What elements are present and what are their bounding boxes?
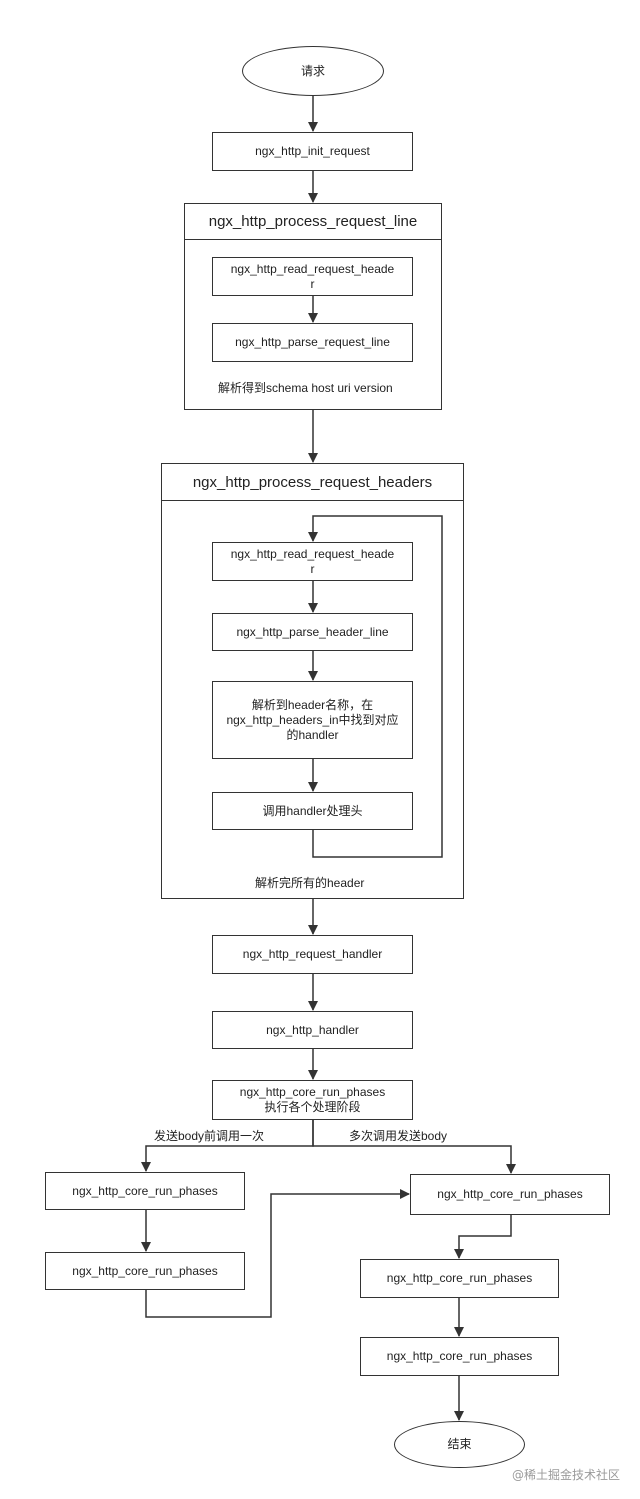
http-handler-label: ngx_http_handler — [266, 1022, 359, 1037]
core-run-phases-main-label: ngx_http_core_run_phases 执行各个处理阶段 — [239, 1085, 386, 1114]
find-header-handler-node: 解析到header名称，在 ngx_http_headers_in中找到对应 的… — [212, 681, 413, 759]
find-header-handler-label: 解析到header名称，在 ngx_http_headers_in中找到对应 的… — [226, 697, 399, 742]
left-phases-label-2: ngx_http_core_run_phases — [72, 1263, 218, 1278]
start-node: 请求 — [242, 46, 384, 96]
call-header-handler-label: 调用handler处理头 — [262, 803, 363, 818]
read-request-header-label-1: ngx_http_read_request_heade r — [230, 261, 395, 291]
edge-right1-to-right2 — [454, 1215, 512, 1259]
init-request-node: ngx_http_init_request — [212, 132, 413, 171]
parse-request-line-label: ngx_http_parse_request_line — [235, 335, 390, 349]
read-request-header-node-1: ngx_http_read_request_heade r — [212, 257, 413, 296]
parse-header-line-label: ngx_http_parse_header_line — [236, 624, 389, 639]
left-phases-node-1: ngx_http_core_run_phases — [45, 1172, 245, 1210]
headers-note: 解析完所有的header — [255, 876, 365, 890]
parse-header-line-node: ngx_http_parse_header_line — [212, 613, 413, 651]
process-request-line-group: ngx_http_process_request_line — [184, 203, 442, 410]
edge-loop-back — [308, 515, 443, 858]
request-handler-label: ngx_http_request_handler — [242, 947, 383, 961]
end-node: 结束 — [394, 1421, 525, 1468]
http-handler-node: ngx_http_handler — [212, 1011, 413, 1049]
request-handler-node: ngx_http_request_handler — [212, 935, 413, 974]
right-phases-node-2: ngx_http_core_run_phases — [360, 1259, 559, 1298]
read-request-header-node-2: ngx_http_read_request_heade r — [212, 542, 413, 581]
right-phases-label-2: ngx_http_core_run_phases — [386, 1271, 533, 1285]
left-branch-label: 发送body前调用一次 — [154, 1127, 265, 1144]
parse-request-line-node: ngx_http_parse_request_line — [212, 323, 413, 362]
right-phases-node-3: ngx_http_core_run_phases — [360, 1337, 559, 1376]
process-request-line-title: ngx_http_process_request_line — [185, 204, 441, 240]
process-request-line-label: ngx_http_process_request_line — [208, 213, 418, 230]
start-label: 请求 — [300, 63, 325, 78]
process-request-headers-title: ngx_http_process_request_headers — [162, 464, 463, 501]
request-line-note: 解析得到schema host uri version — [218, 381, 393, 395]
left-phases-label-1: ngx_http_core_run_phases — [72, 1183, 218, 1198]
watermark: @稀土掘金技术社区 — [511, 1468, 620, 1482]
right-branch-label: 多次调用发送body — [349, 1127, 448, 1144]
edge-core-to-right — [312, 1120, 516, 1174]
read-request-header-label-2: ngx_http_read_request_heade r — [230, 546, 395, 576]
right-phases-label-1: ngx_http_core_run_phases — [437, 1187, 583, 1201]
right-phases-label-3: ngx_http_core_run_phases — [386, 1349, 533, 1363]
core-run-phases-main-node: ngx_http_core_run_phases 执行各个处理阶段 — [212, 1080, 413, 1120]
process-request-headers-label: ngx_http_process_request_headers — [192, 473, 433, 491]
init-request-label: ngx_http_init_request — [255, 144, 370, 158]
left-phases-node-2: ngx_http_core_run_phases — [45, 1252, 245, 1290]
call-header-handler-node: 调用handler处理头 — [212, 792, 413, 830]
process-request-headers-group: ngx_http_process_request_headers — [161, 463, 464, 899]
right-phases-node-1: ngx_http_core_run_phases — [410, 1174, 610, 1215]
end-label: 结束 — [447, 1437, 472, 1451]
edge-left2-to-right1 — [145, 1189, 410, 1318]
